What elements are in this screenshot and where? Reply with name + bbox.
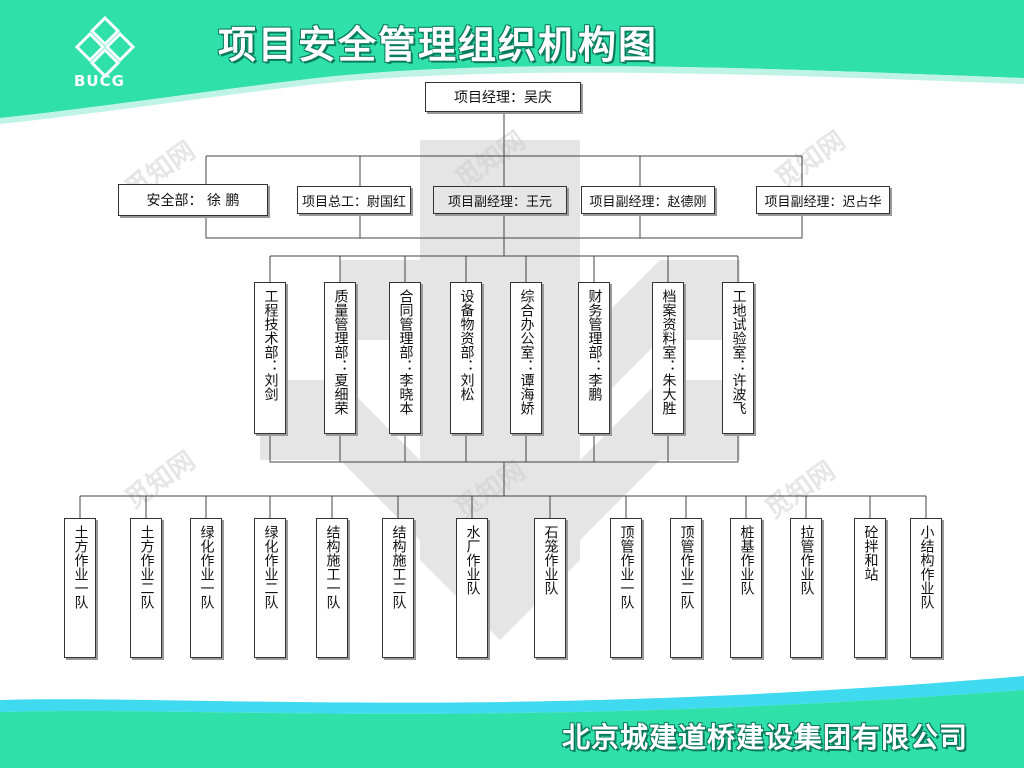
node-label: 综合办公室：谭海娇 <box>518 289 535 415</box>
header-band-highlight <box>0 66 1024 124</box>
node-team: 石笼作业队 <box>534 518 566 658</box>
logo-text: BUCG <box>74 72 125 90</box>
node-label: 质量管理部：夏细荣 <box>332 289 349 415</box>
company-logo-icon <box>74 15 136 79</box>
node-label: 水厂作业队 <box>464 525 481 595</box>
node-label: 绿化作业二队 <box>262 525 279 609</box>
node-label: 财务管理部：李鹏 <box>586 289 603 401</box>
footer-band <box>0 690 1024 768</box>
node-label: 档案资料室：朱大胜 <box>660 289 677 415</box>
node-label: 土方作业一队 <box>72 525 89 609</box>
node-team: 顶管作业二队 <box>670 518 702 658</box>
node-team: 绿化作业一队 <box>190 518 222 658</box>
node-label: 拉管作业队 <box>798 525 815 595</box>
node-contract-dept: 合同管理部：李晓本 <box>389 282 421 434</box>
node-label: 合同管理部：李晓本 <box>397 289 414 415</box>
node-team: 土方作业二队 <box>130 518 162 658</box>
header-band <box>0 0 1024 118</box>
node-equipment-dept: 设备物资部：刘松 <box>450 282 482 434</box>
footer-band-accent <box>0 676 1024 714</box>
node-team: 拉管作业队 <box>790 518 822 658</box>
node-label: 工地试验室：许波飞 <box>730 289 747 415</box>
node-safety-department: 安全部： 徐 鹏 <box>118 184 268 216</box>
node-team: 小结构作业队 <box>910 518 942 658</box>
node-quality-dept: 质量管理部：夏细荣 <box>324 282 356 434</box>
node-team: 砼拌和站 <box>854 518 886 658</box>
node-label: 土方作业二队 <box>138 525 155 609</box>
node-finance-dept: 财务管理部：李鹏 <box>578 282 610 434</box>
node-label: 小结构作业队 <box>918 525 935 609</box>
node-team: 桩基作业队 <box>730 518 762 658</box>
node-deputy-manager-1: 项目副经理：王元 <box>433 186 567 214</box>
node-label: 设备物资部：刘松 <box>458 289 475 401</box>
node-label: 结构施工二队 <box>390 525 407 609</box>
node-team: 结构施工二队 <box>382 518 414 658</box>
node-deputy-manager-3: 项目副经理：迟占华 <box>756 186 890 214</box>
node-team: 绿化作业二队 <box>254 518 286 658</box>
node-chief-engineer: 项目总工：尉国红 <box>297 186 411 214</box>
node-general-office: 综合办公室：谭海娇 <box>510 282 542 434</box>
node-team: 顶管作业一队 <box>610 518 642 658</box>
node-team: 水厂作业队 <box>456 518 488 658</box>
node-site-lab: 工地试验室：许波飞 <box>722 282 754 434</box>
company-name: 北京城建道桥建设集团有限公司 <box>562 721 969 754</box>
node-label: 结构施工一队 <box>324 525 341 609</box>
page-title: 项目安全管理组织机构图 <box>218 23 659 67</box>
node-team: 土方作业一队 <box>64 518 96 658</box>
node-label: 工程技术部：刘剑 <box>262 289 279 401</box>
node-label: 桩基作业队 <box>738 525 755 595</box>
node-label: 顶管作业二队 <box>678 525 695 609</box>
node-label: 砼拌和站 <box>862 525 879 581</box>
node-label: 绿化作业一队 <box>198 525 215 609</box>
node-deputy-manager-2: 项目副经理：赵德刚 <box>581 186 715 214</box>
node-team: 结构施工一队 <box>316 518 348 658</box>
node-project-manager: 项目经理：吴庆 <box>425 82 581 112</box>
node-engineering-dept: 工程技术部：刘剑 <box>254 282 286 434</box>
node-label: 顶管作业一队 <box>618 525 635 609</box>
node-archives-room: 档案资料室：朱大胜 <box>652 282 684 434</box>
node-label: 石笼作业队 <box>542 525 559 595</box>
